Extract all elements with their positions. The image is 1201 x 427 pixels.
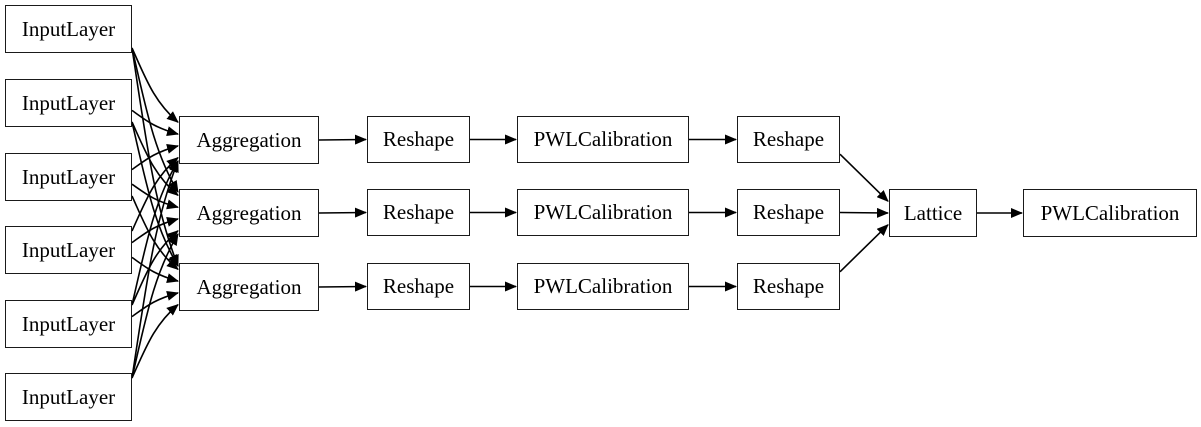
edge-input-3-to-agg-3 — [131, 195, 179, 271]
node-pwlcalibration-2: PWLCalibration — [517, 189, 689, 236]
edge-reshape-out-1-to-lattice — [839, 153, 889, 202]
edge-input-2-to-agg-3 — [131, 121, 179, 267]
node-inputlayer-3: InputLayer — [5, 153, 132, 201]
node-inputlayer-1: InputLayer — [5, 5, 132, 53]
edge-agg-1-to-reshape-in-1 — [318, 134, 367, 145]
node-inputlayer-4: InputLayer — [5, 226, 132, 274]
edge-agg-2-to-reshape-in-2 — [318, 207, 367, 218]
edge-input-5-to-agg-3 — [131, 291, 179, 318]
node-reshape-out-3: Reshape — [737, 263, 840, 310]
edge-input-6-to-agg-3 — [131, 303, 179, 379]
node-output-pwlcalibration: PWLCalibration — [1023, 189, 1197, 237]
node-pwlcalibration-3: PWLCalibration — [517, 263, 689, 310]
node-aggregation-1: Aggregation — [179, 116, 319, 164]
edge-input-2-to-agg-1 — [131, 109, 179, 136]
edge-input-1-to-agg-1 — [131, 47, 179, 123]
edge-input-5-to-agg-1 — [131, 160, 179, 306]
edge-reshape-out-3-to-lattice — [839, 224, 889, 273]
node-reshape-in-2: Reshape — [367, 189, 470, 236]
node-inputlayer-5: InputLayer — [5, 300, 132, 348]
node-reshape-out-1: Reshape — [737, 116, 840, 163]
edge-reshape-out-2-to-lattice — [839, 207, 889, 218]
edge-input-3-to-agg-2 — [131, 183, 179, 210]
node-inputlayer-6: InputLayer — [5, 373, 132, 421]
node-pwlcalibration-1: PWLCalibration — [517, 116, 689, 163]
node-aggregation-2: Aggregation — [179, 189, 319, 237]
edge-input-3-to-agg-1 — [131, 144, 179, 171]
edge-input-6-to-agg-2 — [131, 233, 179, 379]
node-reshape-in-1: Reshape — [367, 116, 470, 163]
node-reshape-in-3: Reshape — [367, 263, 470, 310]
edge-agg-3-to-reshape-in-3 — [318, 281, 367, 292]
edge-input-1-to-agg-2 — [131, 47, 179, 193]
node-lattice: Lattice — [889, 189, 977, 237]
edge-group — [131, 47, 1023, 379]
edge-input-2-to-agg-2 — [131, 121, 179, 197]
node-aggregation-3: Aggregation — [179, 263, 319, 311]
edge-input-4-to-agg-3 — [131, 256, 179, 283]
node-inputlayer-2: InputLayer — [5, 79, 132, 127]
node-reshape-out-2: Reshape — [737, 189, 840, 236]
edge-input-6-to-agg-1 — [131, 160, 179, 379]
edge-input-4-to-agg-2 — [131, 217, 179, 244]
